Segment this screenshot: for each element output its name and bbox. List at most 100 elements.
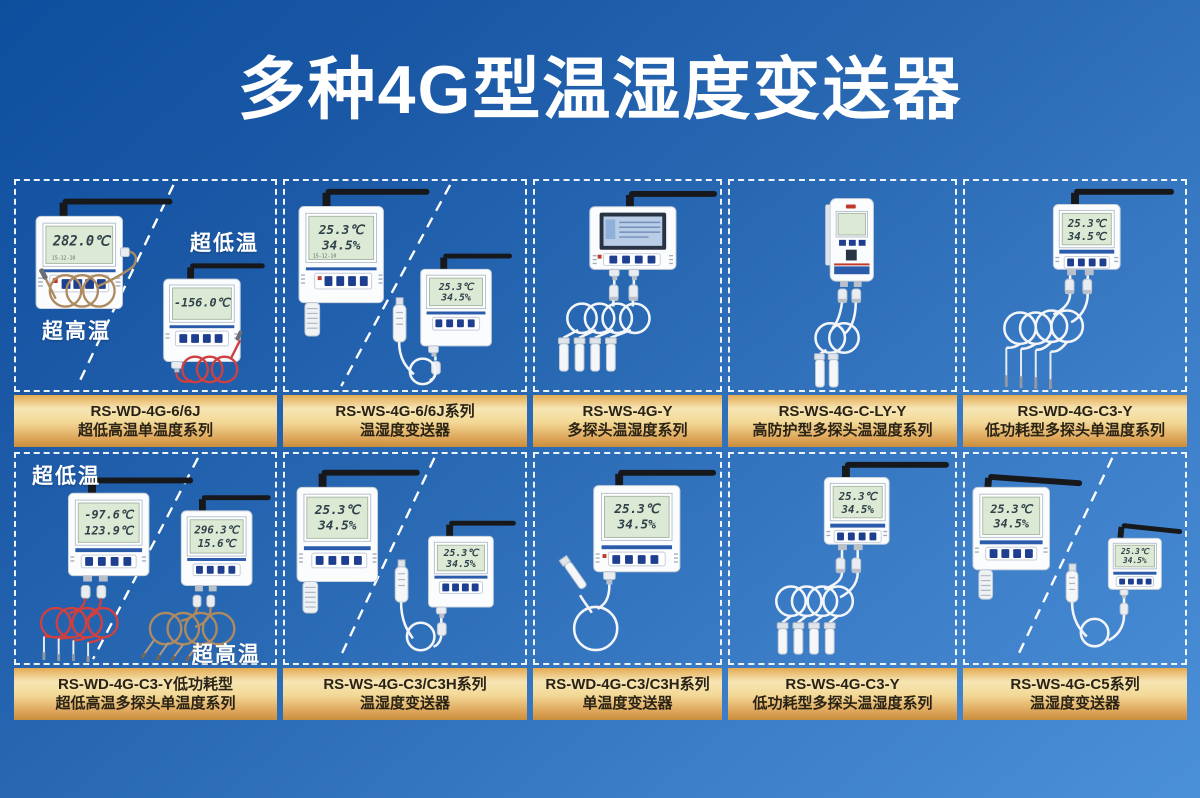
svg-text:34.5%: 34.5%	[617, 517, 657, 532]
product-card-r2c1: -97.6℃ 123.9℃	[14, 452, 277, 720]
svg-text:34.5%: 34.5%	[840, 503, 874, 516]
product-illustration: -97.6℃ 123.9℃	[39, 457, 271, 663]
lcd-display	[308, 215, 375, 260]
device-main: 25.3℃ 34.5%	[823, 461, 949, 551]
device-main	[589, 191, 718, 281]
antenna-icon	[322, 192, 331, 209]
lcd-display	[171, 287, 232, 320]
product-label: RS-WS-4G-C-LY-Y 高防护型多探头温湿度系列	[728, 395, 957, 447]
product-card-r2c4: 25.3℃ 34.5%	[728, 452, 957, 720]
svg-text:15-12-10: 15-12-10	[313, 254, 337, 260]
product-illustration: 25.3℃ 34.5% 25.	[972, 457, 1183, 660]
product-label: RS-WS-4G-Y 多探头温湿度系列	[533, 395, 722, 447]
annotation-ultra-high-temp: 超高温	[42, 320, 111, 343]
product-card-r1c1: 282.0℃ 15-12-10	[14, 179, 277, 447]
svg-text:-156.0℃: -156.0℃	[174, 296, 232, 310]
lcd-display	[837, 212, 867, 236]
probe-cables	[1003, 275, 1093, 354]
antenna-icon	[318, 473, 327, 489]
product-model: RS-WS-4G-C3/C3H系列	[323, 676, 487, 693]
lcd-display	[77, 502, 140, 543]
lcd-display	[604, 495, 670, 538]
antenna-icon	[187, 267, 195, 281]
device-main: 282.0℃ 15-12-10	[35, 198, 173, 310]
antenna-icon	[1071, 192, 1079, 207]
svg-text:25.3℃: 25.3℃	[838, 490, 879, 503]
product-label: RS-WD-4G-C3-Y 低功耗型多探头单温度系列	[963, 395, 1187, 447]
product-illustration: 25.3℃ 34.5℃	[1003, 188, 1175, 390]
page-title: 多种4G型温湿度变送器	[237, 52, 963, 128]
product-model: RS-WS-4G-C3-Y	[785, 676, 900, 693]
annotation-ultra-low-temp: 超低温	[32, 465, 101, 488]
product-label: RS-WS-4G-C5系列 温湿度变送器	[963, 668, 1187, 720]
external-probe	[1065, 563, 1129, 648]
product-illustration: 25.3℃ 34.5%	[774, 461, 949, 655]
antenna-icon	[440, 257, 448, 271]
device-secondary: 25.3℃ 34.5%	[1107, 523, 1183, 599]
product-photo-area: 25.3℃ 34.5℃	[963, 179, 1187, 392]
device-secondary: 25.3℃ 34.5%	[428, 520, 516, 618]
lcd-display	[45, 225, 114, 264]
product-model: RS-WD-4G-C3/C3H系列	[545, 676, 710, 693]
probe-cable-red	[175, 330, 243, 384]
svg-text:25.3℃: 25.3℃	[314, 503, 362, 518]
svg-text:25.3℃: 25.3℃	[438, 282, 476, 293]
svg-text:25.3℃: 25.3℃	[1067, 217, 1108, 230]
probe-cables	[774, 550, 862, 624]
svg-text:34.5%: 34.5%	[317, 519, 357, 534]
product-label: RS-WD-4G-C3-Y低功耗型 超低高温多探头单温度系列	[14, 668, 277, 720]
svg-text:123.9℃: 123.9℃	[84, 523, 134, 537]
product-series-desc: 温湿度变送器	[359, 695, 450, 712]
probe-cable-tan	[39, 250, 138, 308]
svg-text:282.0℃: 282.0℃	[52, 234, 112, 250]
svg-text:34.5%: 34.5%	[440, 293, 471, 304]
annotation-ultra-high-temp: 超高温	[192, 643, 261, 666]
lcd-display	[1061, 212, 1112, 246]
antenna-icon	[59, 202, 68, 219]
probe	[235, 330, 243, 341]
product-photo-area: 282.0℃ 15-12-10	[14, 179, 277, 392]
product-model: RS-WS-4G-6/6J系列	[335, 403, 475, 420]
product-photo-area: 25.3℃ 34.5%	[728, 452, 957, 665]
product-series-desc: 温湿度变送器	[359, 422, 450, 439]
product-series-desc: 多探头温湿度系列	[567, 422, 688, 439]
device-secondary: -156.0℃	[163, 263, 265, 373]
product-illustration	[814, 198, 874, 388]
product-label: RS-WD-4G-6/6J 超低高温单温度系列	[14, 395, 277, 447]
product-series-desc: 高防护型多探头温湿度系列	[752, 422, 933, 439]
device-main: 25.3℃ 34.5%	[593, 469, 717, 585]
product-photo-area	[533, 179, 722, 392]
product-model: RS-WD-4G-C3-Y	[1017, 403, 1133, 420]
lcd-display	[306, 496, 369, 539]
probes	[558, 337, 617, 372]
lcd-display	[832, 485, 883, 519]
device-main: 25.3℃ 34.5%	[296, 469, 420, 614]
product-series-desc: 温湿度变送器	[1029, 695, 1120, 712]
antenna-icon	[1117, 526, 1125, 538]
antenna-icon	[626, 194, 634, 208]
svg-text:-97.6℃: -97.6℃	[84, 508, 134, 522]
antenna-icon	[446, 524, 454, 538]
svg-text:25.3℃: 25.3℃	[1120, 547, 1150, 556]
probes	[814, 353, 839, 388]
product-illustration: 25.3℃ 34.5% 15-12-10	[298, 184, 512, 387]
lcd-display	[982, 496, 1041, 535]
antenna-icon	[88, 481, 96, 496]
svg-text:34.5℃: 34.5℃	[1067, 230, 1108, 243]
svg-text:25.3℃: 25.3℃	[613, 501, 661, 516]
antenna-icon	[842, 465, 850, 480]
product-card-r2c5: 25.3℃ 34.5% 25.	[963, 452, 1187, 720]
humidity-grille	[978, 569, 994, 600]
device-main: -97.6℃ 123.9℃	[67, 477, 194, 599]
annotation-ultra-low-temp: 超低温	[190, 232, 259, 255]
probe-cable-red	[39, 598, 119, 663]
svg-text:34.5%: 34.5%	[321, 239, 361, 254]
device-main: 25.3℃ 34.5% 15-12-10	[298, 188, 430, 337]
svg-text:15-12-10: 15-12-10	[52, 255, 76, 261]
probe-cable-tan	[140, 606, 236, 662]
product-model: RS-WS-4G-C-LY-Y	[778, 403, 907, 420]
lcd-display	[189, 519, 244, 554]
humidity-grille	[304, 302, 321, 337]
product-card-r2c2: 25.3℃ 34.5% 25.3℃ 34.5%	[283, 452, 527, 720]
product-photo-area: 25.3℃ 34.5%	[533, 452, 722, 665]
